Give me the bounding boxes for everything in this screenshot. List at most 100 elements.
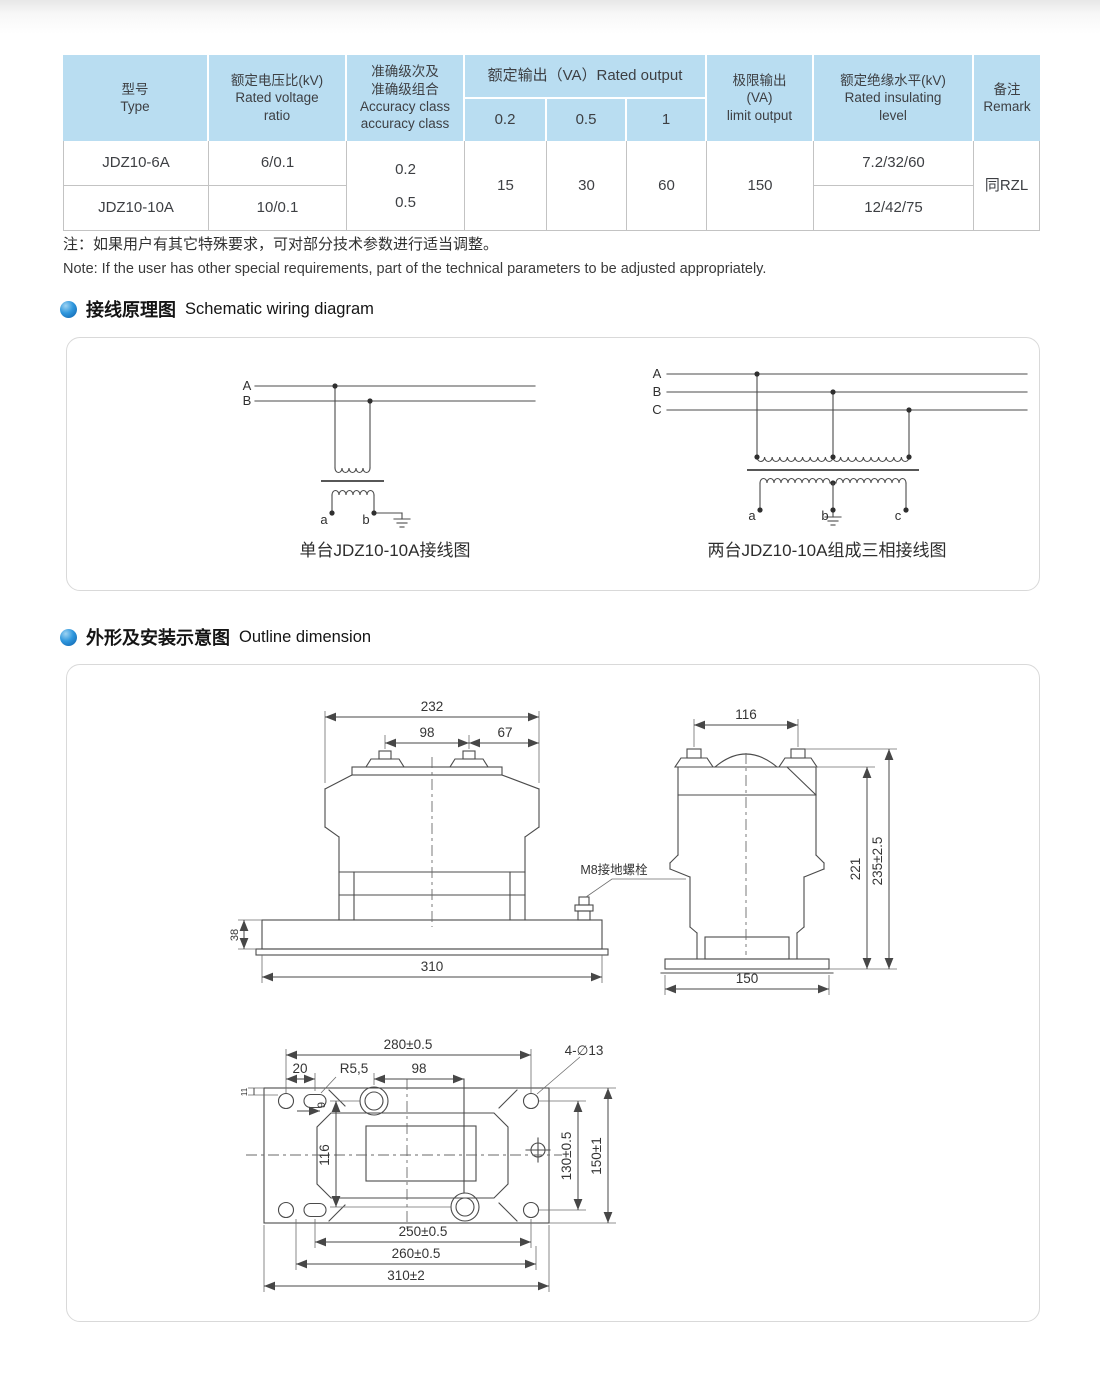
col-header-ratio: 额定电压比(kV) Rated voltage ratio bbox=[209, 55, 347, 141]
front-base bbox=[255, 919, 609, 956]
plan-body-outline bbox=[316, 1078, 509, 1199]
dim-38: 38 bbox=[229, 929, 241, 941]
dim-260: 260±0.5 bbox=[392, 1246, 441, 1261]
three-phase-caption: 两台JDZ10-10A组成三相接线图 bbox=[707, 541, 947, 560]
terminal-label-b: b bbox=[821, 508, 828, 523]
table-row: JDZ10-10A 10/0.1 12/42/75 bbox=[63, 186, 1040, 231]
front-terminal-studs bbox=[365, 750, 489, 768]
plan-base-plate bbox=[263, 1087, 550, 1224]
cell-remark: 同RZL bbox=[974, 141, 1040, 231]
col-header-rated-output: 额定输出（VA）Rated output bbox=[465, 55, 707, 97]
dim-280: 280±0.5 bbox=[384, 1037, 433, 1052]
primary-coil-left bbox=[756, 456, 834, 463]
cell-insulation-2: 12/42/75 bbox=[814, 186, 974, 231]
secondary-leads bbox=[759, 482, 907, 518]
terminal-label-a: a bbox=[748, 508, 756, 523]
dim-310: 310±2 bbox=[387, 1268, 424, 1283]
wiring-diagram-panel: A B a b 单台JDZ10-10A接线图 bbox=[66, 337, 1040, 591]
phase-label-b: B bbox=[243, 393, 252, 408]
plan-terminal-holes bbox=[359, 1086, 480, 1222]
dim-67: 67 bbox=[497, 725, 512, 740]
terminal-label-a: a bbox=[320, 512, 328, 527]
section-title-cn: 接线原理图 bbox=[86, 300, 176, 320]
side-dimensions: 116 221 235±2.5 150 bbox=[664, 707, 897, 995]
side-view-drawing: 116 221 235±2.5 150 bbox=[660, 707, 897, 995]
dim-20: 20 bbox=[292, 1061, 307, 1076]
dim-150: 150±1 bbox=[589, 1137, 604, 1174]
subcol-1: 1 bbox=[627, 97, 707, 141]
three-phase-wiring-figure: A B C a bbox=[607, 352, 1047, 561]
page-top-shadow bbox=[0, 0, 1100, 34]
dim-4xd13: 4-∅13 bbox=[565, 1043, 604, 1058]
single-phase-wiring-svg: A B a b bbox=[243, 378, 536, 528]
col-header-remark: 备注 Remark bbox=[974, 55, 1040, 141]
section-header-outline: 外形及安装示意图 Outline dimension bbox=[60, 624, 371, 650]
dim-221: 221 bbox=[848, 858, 863, 881]
subcol-0-2: 0.2 bbox=[465, 97, 547, 141]
phase-lines bbox=[254, 385, 536, 469]
cell-limit: 150 bbox=[707, 141, 814, 231]
cell-type-1: JDZ10-6A bbox=[63, 141, 209, 186]
plan-dimensions: 280±0.5 20 R5,5 98 4-∅13 116 9 11 130±0.… bbox=[240, 1037, 616, 1292]
dim-235: 235±2.5 bbox=[870, 837, 885, 886]
cell-out-05: 30 bbox=[547, 141, 627, 231]
col-header-insulation: 额定绝缘水平(kV) Rated insulating level bbox=[814, 55, 974, 141]
col-header-accuracy: 准确级次及 准确级组合 Accuracy class accuracy clas… bbox=[347, 55, 465, 141]
note-block: 注：如果用户有其它特殊要求，可对部分技术参数进行适当调整。 Note: If t… bbox=[63, 233, 766, 277]
dim-9: 9 bbox=[316, 1102, 328, 1108]
section-title-en: Outline dimension bbox=[239, 627, 372, 646]
outline-dimension-panel: M8接地螺栓 232 98 67 38 310 bbox=[66, 664, 1040, 1322]
ground-bolt-label: M8接地螺栓 bbox=[580, 862, 648, 877]
cell-out-02: 15 bbox=[465, 141, 547, 231]
ground-bolt bbox=[574, 896, 594, 921]
dim-250: 250±0.5 bbox=[399, 1224, 448, 1239]
phase-label-a: A bbox=[243, 378, 252, 393]
dim-11: 11 bbox=[240, 1087, 249, 1096]
col-header-limit-output: 极限输出 (VA) limit output bbox=[707, 55, 814, 141]
cell-insulation-1: 7.2/32/60 bbox=[814, 141, 974, 186]
front-view-drawing: M8接地螺栓 232 98 67 38 310 bbox=[229, 699, 686, 983]
secondary-coil-left bbox=[759, 477, 831, 484]
blue-sphere-icon bbox=[60, 628, 77, 646]
single-phase-caption: 单台JDZ10-10A接线图 bbox=[299, 541, 471, 560]
cell-accuracy: 0.2 0.5 bbox=[347, 141, 465, 231]
cell-type-2: JDZ10-10A bbox=[63, 186, 209, 231]
phase-label-a: A bbox=[653, 366, 662, 381]
plan-view-drawing: 280±0.5 20 R5,5 98 4-∅13 116 9 11 130±0.… bbox=[240, 1037, 616, 1292]
section-title-cn: 外形及安装示意图 bbox=[86, 628, 230, 648]
dim-232: 232 bbox=[421, 699, 444, 714]
note-cn: 注：如果用户有其它特殊要求，可对部分技术参数进行适当调整。 bbox=[63, 236, 499, 253]
side-body-outline bbox=[660, 753, 834, 974]
dim-98: 98 bbox=[411, 1061, 426, 1076]
phase-lines bbox=[666, 373, 1028, 458]
dim-150: 150 bbox=[736, 971, 759, 986]
secondary-leads bbox=[331, 494, 403, 520]
plan-center-target bbox=[525, 1137, 551, 1163]
blue-sphere-icon bbox=[60, 300, 77, 318]
dim-98: 98 bbox=[419, 725, 434, 740]
terminal-label-b: b bbox=[362, 512, 369, 527]
section-title-en: Schematic wiring diagram bbox=[185, 299, 374, 318]
three-phase-wiring-svg: A B C a bbox=[652, 366, 1028, 526]
cell-ratio-2: 10/0.1 bbox=[209, 186, 347, 231]
ground-symbol bbox=[824, 516, 842, 526]
dim-116: 116 bbox=[735, 707, 757, 722]
note-en: Note: If the user has other special requ… bbox=[63, 261, 767, 277]
cell-out-1: 60 bbox=[627, 141, 707, 231]
cell-ratio-1: 6/0.1 bbox=[209, 141, 347, 186]
section-header-wiring: 接线原理图 Schematic wiring diagram bbox=[60, 296, 374, 322]
spec-table: 型号 Type 额定电压比(kV) Rated voltage ratio 准确… bbox=[63, 55, 1040, 231]
terminal-label-c: c bbox=[895, 508, 902, 523]
front-dimensions: 232 98 67 38 310 bbox=[229, 699, 603, 983]
secondary-coil bbox=[331, 489, 375, 496]
dim-130: 130±0.5 bbox=[559, 1132, 574, 1181]
ground-bolt-leader bbox=[585, 878, 686, 898]
col-header-type: 型号 Type bbox=[63, 55, 209, 141]
primary-coil bbox=[334, 467, 371, 474]
table-row: JDZ10-6A 6/0.1 0.2 0.5 15 30 60 150 7.2/… bbox=[63, 141, 1040, 231]
subcol-0-5: 0.5 bbox=[547, 97, 627, 141]
phase-label-c: C bbox=[652, 402, 661, 417]
primary-coil-right bbox=[832, 456, 910, 463]
secondary-coil-right bbox=[835, 477, 907, 484]
single-phase-wiring-figure: A B a b 单台JDZ10-10A接线图 bbox=[195, 358, 575, 561]
